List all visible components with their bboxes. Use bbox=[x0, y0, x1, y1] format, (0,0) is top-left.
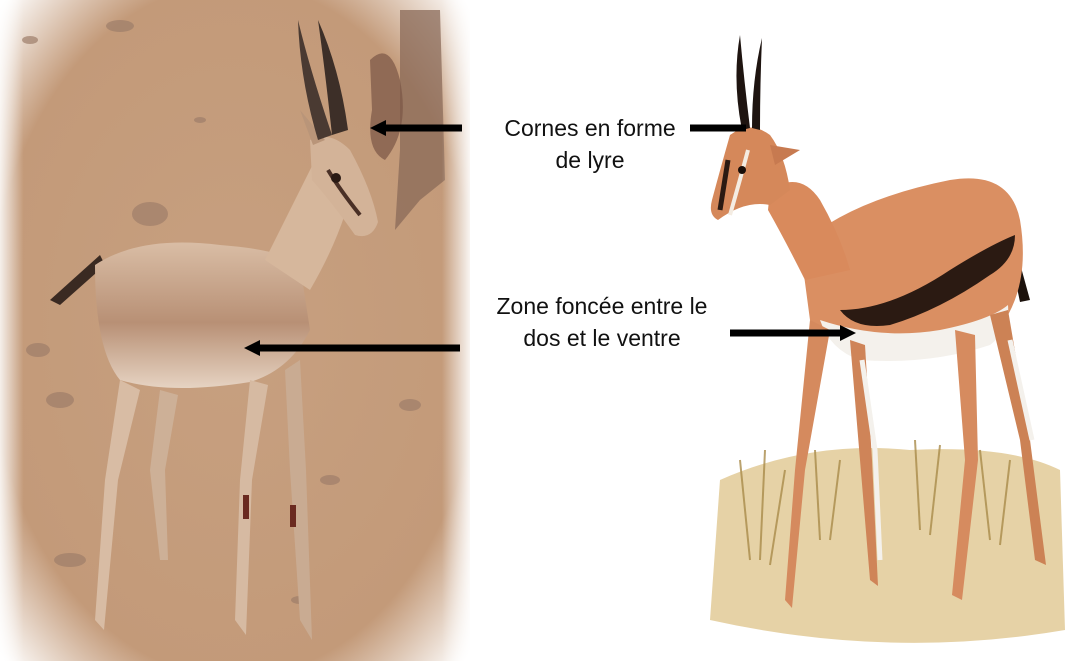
dark-band-label: Zone foncée entre le dos et le ventre bbox=[462, 290, 742, 354]
dark-band-label-line1: Zone foncée entre le bbox=[462, 290, 742, 322]
horns-label-line1: Cornes en forme bbox=[470, 112, 710, 144]
arrow-horns-photo bbox=[370, 120, 462, 136]
horns-label: Cornes en forme de lyre bbox=[470, 112, 710, 176]
arrow-band-illustration bbox=[730, 325, 856, 341]
horns-label-line2: de lyre bbox=[470, 144, 710, 176]
arrow-band-photo bbox=[244, 340, 460, 356]
dark-band-label-line2: dos et le ventre bbox=[462, 322, 742, 354]
